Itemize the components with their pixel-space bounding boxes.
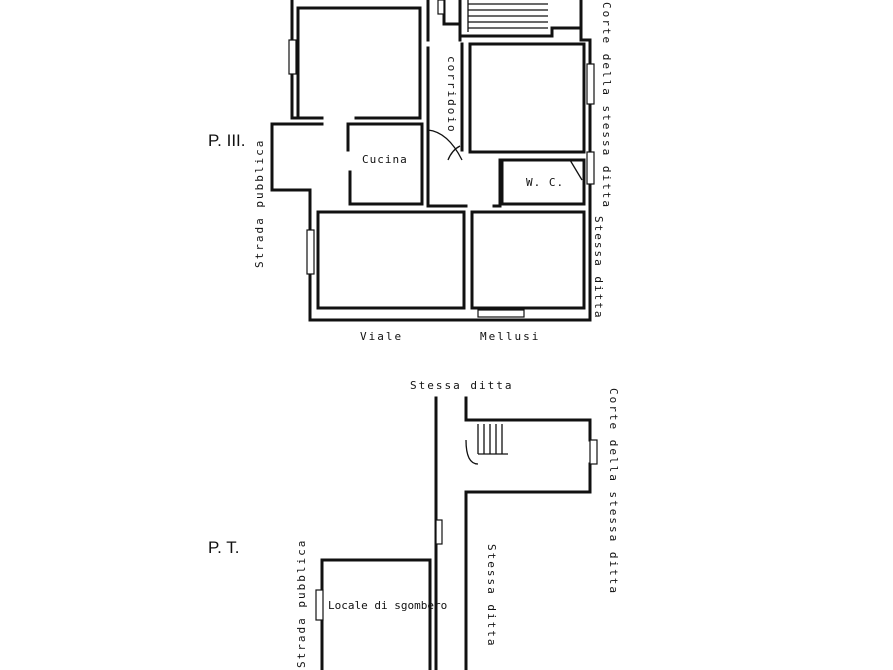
upper-outer-wall	[270, 0, 592, 322]
edge-label-ground-right-mid: Stessa ditta	[485, 544, 498, 647]
window	[586, 63, 595, 105]
corridor-walls	[426, 42, 502, 208]
room-kitchen	[346, 122, 424, 206]
window	[315, 589, 324, 621]
window	[288, 39, 297, 75]
door-swing	[447, 145, 461, 161]
room-bottom-right	[470, 210, 586, 310]
edge-label-right-bottom: Stessa ditta	[592, 216, 605, 319]
window	[589, 439, 598, 465]
window	[477, 309, 525, 318]
ground-stair-hall	[434, 396, 592, 670]
window	[435, 519, 443, 545]
window	[586, 151, 595, 185]
stair-box	[442, 0, 583, 38]
stair-steps	[467, 0, 548, 32]
room-wc	[500, 158, 586, 206]
room-top-left	[296, 6, 422, 120]
room-bottom-left	[316, 210, 466, 310]
room-label-corridor: corridoio	[445, 56, 458, 134]
floor-label-ground: P. T.	[208, 538, 240, 557]
floor-label-upper: P. III.	[208, 131, 246, 150]
edge-label-mellusi: Mellusi	[480, 330, 540, 343]
room-label-wc: W. C.	[526, 176, 564, 189]
ground-stair-steps	[465, 424, 508, 465]
edge-label-right-top: Corte della stessa ditta	[600, 2, 613, 209]
edge-label-viale: Viale	[360, 330, 403, 343]
edge-label-ground-right-top: Corte della stessa ditta	[607, 388, 620, 595]
window	[306, 229, 315, 275]
upper-floor-plan: P. III. Cucina W. C. corridoio Strada pu…	[208, 0, 613, 343]
edge-label-ground-left: Strada pubblica	[295, 539, 308, 668]
window	[437, 0, 445, 15]
edge-label-ground-top: Stessa ditta	[410, 379, 513, 392]
room-label-storage: Locale di sgombero	[328, 599, 447, 612]
door-swing	[427, 129, 463, 161]
room-label-kitchen: Cucina	[362, 153, 408, 166]
room-storage	[320, 558, 432, 670]
edge-label-left: Strada pubblica	[253, 139, 266, 268]
room-top-right	[468, 42, 586, 154]
ground-floor-plan: P. T. Locale di sgombero Stessa ditta Co…	[208, 379, 620, 670]
door-swing	[569, 159, 583, 181]
